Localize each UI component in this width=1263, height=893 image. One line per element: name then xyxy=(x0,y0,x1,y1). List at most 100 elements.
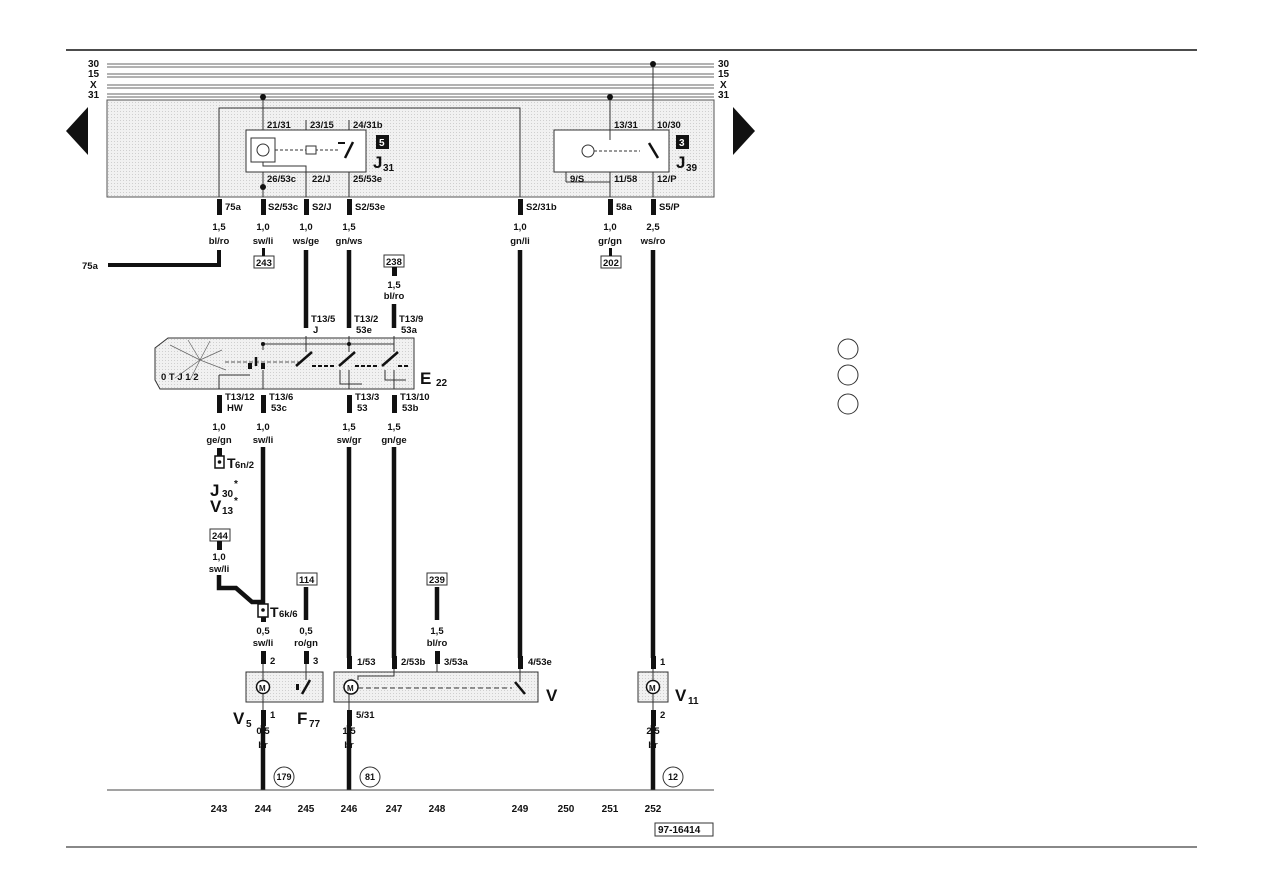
pin-t13-2-sub: 53e xyxy=(356,325,372,336)
switch-e22: 0 T J 1 2 E 22 xyxy=(154,336,448,390)
pin-t13-12-sub: HW xyxy=(227,403,243,414)
bus-label-x-right: X xyxy=(720,80,727,91)
prev-page-arrow-icon[interactable] xyxy=(66,107,88,155)
motor-pin-connectors xyxy=(261,651,656,726)
pin-11-58: 11/58 xyxy=(614,174,637,185)
next-page-arrow-icon[interactable] xyxy=(733,107,755,155)
motor-v-p5: 5/31 xyxy=(356,710,375,721)
motor-v-p2: 2/53b xyxy=(401,657,425,668)
svg-text:249: 249 xyxy=(512,804,529,815)
pin-24-31b: 24/31b xyxy=(353,120,383,131)
pin-t13-6: T13/6 xyxy=(269,392,293,403)
svg-text:251: 251 xyxy=(602,804,619,815)
motor-v11-pin2: 2 xyxy=(660,710,665,721)
wire-size: 1,0 xyxy=(212,422,225,433)
pin-t13-9-sub: 53a xyxy=(401,325,418,336)
svg-text:30: 30 xyxy=(222,489,234,500)
empty-circle-markers xyxy=(837,338,859,415)
svg-text:238: 238 xyxy=(386,257,402,268)
svg-text:246: 246 xyxy=(341,804,358,815)
wire-size: 1,0 xyxy=(299,222,312,233)
switch-f77-sub: 77 xyxy=(309,719,321,730)
svg-text:5: 5 xyxy=(379,138,385,149)
pin-9-s: 9/S xyxy=(570,174,584,185)
motor-v11: M 1 2 V 11 xyxy=(637,657,699,721)
ref-75a: 75a xyxy=(82,261,99,272)
wire-color: gr/gn xyxy=(598,236,622,247)
svg-text:6n/2: 6n/2 xyxy=(235,460,254,471)
wire-size: 1,5 xyxy=(387,422,401,433)
pin-22-j: 22/J xyxy=(312,174,331,185)
connector-t6n: T 6n/2 xyxy=(214,448,254,471)
wire-size: 1,5 xyxy=(387,280,401,291)
svg-text:243: 243 xyxy=(256,258,272,269)
svg-text:244: 244 xyxy=(255,804,272,815)
relay-j31-sub: 31 xyxy=(383,163,395,174)
bus-label-30-right: 30 xyxy=(718,59,730,70)
wire-color: gn/ws xyxy=(336,236,363,247)
wire-size: 1,5 xyxy=(342,222,356,233)
svg-text:248: 248 xyxy=(429,804,446,815)
fuse-75a: 75a xyxy=(225,202,242,213)
motor-v: M 1/53 2/53b 3/53a 4/53e 5/31 V xyxy=(333,657,558,721)
supply-bus xyxy=(107,63,714,98)
svg-text:179: 179 xyxy=(276,772,291,782)
wire-size: 2,5 xyxy=(646,222,660,233)
wire-size: 1,0 xyxy=(212,552,225,563)
svg-text:252: 252 xyxy=(645,804,662,815)
pin-26-53c: 26/53c xyxy=(267,174,296,185)
motor-v11-pin1: 1 xyxy=(660,657,666,668)
wire-size: 1,0 xyxy=(513,222,526,233)
wire-color: bl/ro xyxy=(384,291,405,302)
wire-color: ro/gn xyxy=(294,638,318,649)
reference-boxes: 243 202 238 244 114 239 xyxy=(209,254,622,586)
switch-f77-name: F xyxy=(297,709,307,728)
relay-j39-position-box xyxy=(676,135,689,149)
f77-pin3: 3 xyxy=(313,656,318,667)
motor-v-p1: 1/53 xyxy=(357,657,376,668)
svg-text:*: * xyxy=(234,496,238,507)
svg-text:245: 245 xyxy=(298,804,315,815)
svg-text:243: 243 xyxy=(211,804,228,815)
wire-size: 0,5 xyxy=(256,726,270,737)
wire-color: sw/li xyxy=(253,236,274,247)
bus-label-15-right: 15 xyxy=(718,69,730,80)
svg-text:T: T xyxy=(270,604,279,620)
svg-text:250: 250 xyxy=(558,804,575,815)
bus-label-31: 31 xyxy=(88,90,100,101)
connector-t6k: T 6k/6 xyxy=(257,603,298,622)
wire-color: ge/gn xyxy=(206,435,232,446)
wire-size: 1,0 xyxy=(603,222,616,233)
wire-size: 0,5 xyxy=(256,626,270,637)
pin-t13-12: T13/12 xyxy=(225,392,255,403)
motor-v11-name: V xyxy=(675,686,687,705)
bus-label-30: 30 xyxy=(88,59,100,70)
fuse-s2-53c: S2/53c xyxy=(268,202,298,213)
pin-t13-3: T13/3 xyxy=(355,392,379,403)
svg-text:M: M xyxy=(259,684,266,693)
pin-25-53e: 25/53e xyxy=(353,174,382,185)
wire-color: gn/ge xyxy=(381,435,406,446)
motor-v11-sub: 11 xyxy=(688,696,699,707)
motor-v5-name: V xyxy=(233,709,245,728)
relay-j39-name: J xyxy=(676,153,685,172)
switch-e22-positions: 0 T J 1 2 xyxy=(161,372,199,383)
wire-color: br xyxy=(344,740,354,751)
wire-size: 1,0 xyxy=(256,422,269,433)
relay-j31-position-box xyxy=(376,135,389,149)
pin-23-15: 23/15 xyxy=(310,120,334,131)
ref-stubs xyxy=(217,248,612,550)
wire-color: br xyxy=(648,740,658,751)
fuse-s5-p: S5/P xyxy=(659,202,680,213)
wire-color: br xyxy=(258,740,268,751)
svg-text:*: * xyxy=(234,479,238,490)
motor-v5-f77: M 2 3 1 V 5 F 77 xyxy=(233,656,324,730)
pin-t13-10: T13/10 xyxy=(400,392,430,403)
wire-color: sw/gr xyxy=(337,435,362,446)
wire-size: 2,5 xyxy=(646,726,660,737)
document-id: 97-16414 xyxy=(654,822,714,837)
pin-t13-10-sub: 53b xyxy=(402,403,419,414)
bus-label-31-right: 31 xyxy=(718,90,730,101)
wire-75a xyxy=(108,250,221,267)
